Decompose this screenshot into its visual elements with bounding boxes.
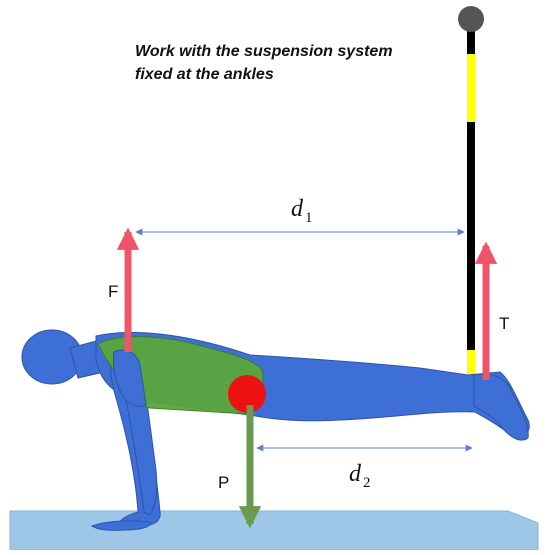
label-weight-p: P — [218, 473, 229, 492]
anchor-knob-icon — [458, 6, 484, 32]
caption-line-1: Work with the suspension system — [135, 43, 393, 60]
label-tension-t: T — [499, 314, 509, 333]
label-distance-d1: d 1 — [291, 196, 313, 226]
person-plank — [21, 329, 530, 531]
suspension-strap — [467, 26, 475, 412]
svg-text:1: 1 — [305, 210, 313, 226]
svg-text:d: d — [291, 196, 304, 222]
floor-mat — [9, 510, 539, 551]
label-distance-d2: d 2 — [349, 461, 371, 491]
caption-line-2: fixed at the ankles — [135, 66, 274, 83]
label-force-f: F — [108, 282, 118, 301]
svg-text:2: 2 — [363, 475, 371, 491]
center-of-mass-dot — [228, 375, 266, 413]
diagram-caption: Work with the suspension system fixed at… — [135, 40, 465, 86]
svg-text:d: d — [349, 461, 362, 487]
